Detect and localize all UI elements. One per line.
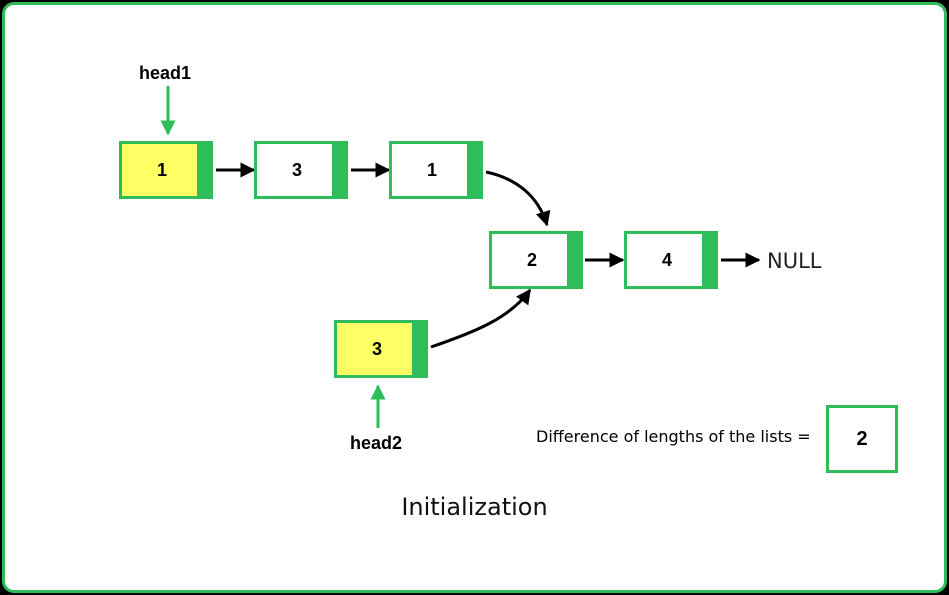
null-terminator: NULL (767, 249, 822, 273)
diagram-caption: Initialization (401, 493, 548, 521)
length-difference-label: Difference of lengths of the lists = (536, 427, 811, 446)
list1-node-1: 1 (119, 141, 213, 199)
node-next-pointer (332, 144, 345, 196)
node-value: 3 (371, 338, 382, 359)
node-value: 4 (661, 249, 672, 270)
list1-node-2: 3 (254, 141, 348, 199)
head2-label: head2 (350, 433, 403, 453)
shared-node-2: 4 (624, 231, 718, 289)
list2-node-1: 3 (334, 320, 428, 378)
head1-label: head1 (139, 63, 192, 83)
node-value: 1 (426, 159, 437, 180)
node-next-pointer (412, 323, 425, 375)
node-next-pointer (702, 234, 715, 286)
node-value: 2 (526, 249, 537, 270)
node-next-pointer (467, 144, 480, 196)
node-value: 1 (156, 159, 167, 180)
node-value: 3 (291, 159, 302, 180)
list1-node-3: 1 (389, 141, 483, 199)
arrow-node3-to-shared (485, 170, 551, 227)
node-next-pointer (197, 144, 210, 196)
node-next-pointer (567, 234, 580, 286)
length-difference-value: 2 (826, 405, 898, 473)
arrow-list2-to-shared (430, 288, 532, 349)
shared-node-1: 2 (489, 231, 583, 289)
